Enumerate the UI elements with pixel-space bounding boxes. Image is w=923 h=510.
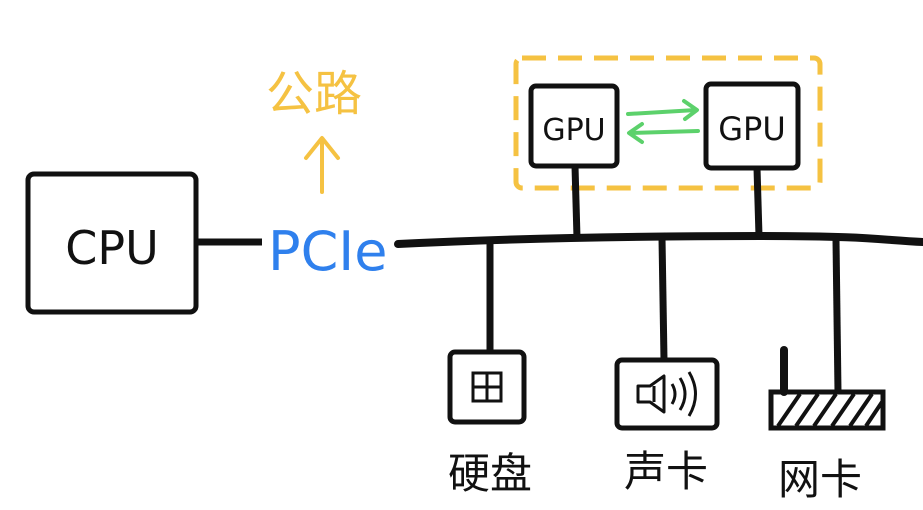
sound-card-drop	[658, 237, 668, 361]
gpu-node-left: GPU	[528, 83, 620, 169]
gpu-left-label: GPU	[542, 113, 605, 148]
up-arrow-icon	[304, 136, 340, 194]
network-card-label: 网卡	[778, 455, 862, 504]
cpu-node: CPU	[25, 171, 199, 315]
disk-device: 硬盘	[447, 349, 532, 498]
gpu-right-drop	[753, 167, 763, 237]
sound-card-device: 声卡	[614, 357, 720, 496]
main-bus-line	[394, 231, 923, 248]
cpu-label: CPU	[65, 221, 159, 275]
network-card-device: 网卡	[768, 346, 886, 504]
gpu-left-drop	[571, 165, 581, 239]
gpu-link-arrows-icon	[626, 99, 700, 144]
bus-label: 公路	[266, 66, 362, 122]
sound-card-label: 声卡	[624, 447, 708, 496]
network-card-drop	[832, 239, 842, 393]
gpu-right-label: GPU	[718, 110, 786, 148]
disk-grid-icon	[471, 371, 503, 403]
router-antenna-icon	[768, 346, 886, 431]
pcie-label: PCIe	[268, 220, 387, 283]
speaker-waves-icon	[636, 371, 697, 417]
gpu-group-frame	[513, 55, 823, 191]
gpu-node-right: GPU	[703, 81, 801, 171]
disk-label: 硬盘	[448, 449, 532, 498]
